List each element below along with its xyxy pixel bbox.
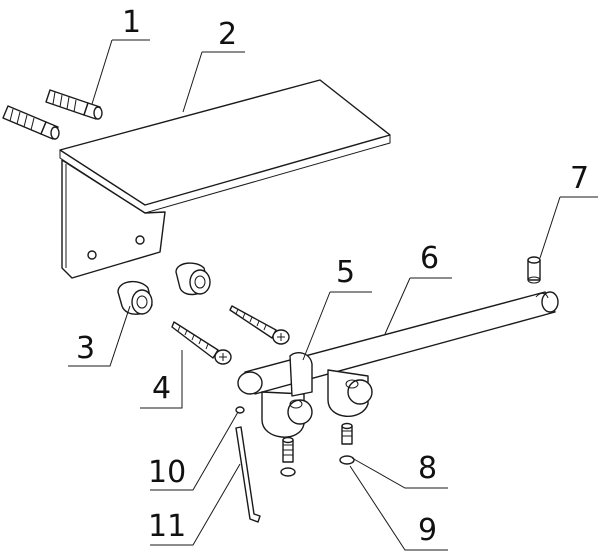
label-7: 7 bbox=[570, 161, 589, 196]
rod-mount-left bbox=[261, 352, 313, 438]
socket-bolt-left bbox=[280, 436, 296, 477]
spacer-bushing-right bbox=[175, 262, 211, 296]
set-screw bbox=[527, 256, 541, 284]
label-2: 2 bbox=[218, 17, 237, 52]
label-8: 8 bbox=[418, 451, 437, 486]
label-10: 10 bbox=[148, 455, 186, 490]
label-9: 9 bbox=[418, 513, 437, 548]
wood-screw-lower bbox=[171, 321, 232, 365]
spacer-bushing-left bbox=[117, 281, 153, 315]
wall-anchor-lower bbox=[2, 105, 60, 140]
holder-rod bbox=[237, 291, 559, 395]
leader-lines bbox=[68, 39, 598, 551]
label-4: 4 bbox=[152, 371, 171, 406]
rod-mount-right bbox=[327, 369, 373, 418]
small-cap bbox=[235, 406, 245, 414]
label-3: 3 bbox=[76, 331, 95, 366]
label-11: 11 bbox=[148, 509, 186, 544]
shelf-bracket bbox=[59, 79, 391, 279]
hex-key bbox=[235, 426, 261, 523]
label-1: 1 bbox=[122, 5, 141, 40]
wood-screw-upper bbox=[229, 305, 290, 345]
wall-anchor-upper bbox=[45, 89, 103, 120]
label-5: 5 bbox=[336, 255, 355, 290]
socket-bolt-right bbox=[339, 422, 355, 465]
label-6: 6 bbox=[420, 241, 439, 276]
